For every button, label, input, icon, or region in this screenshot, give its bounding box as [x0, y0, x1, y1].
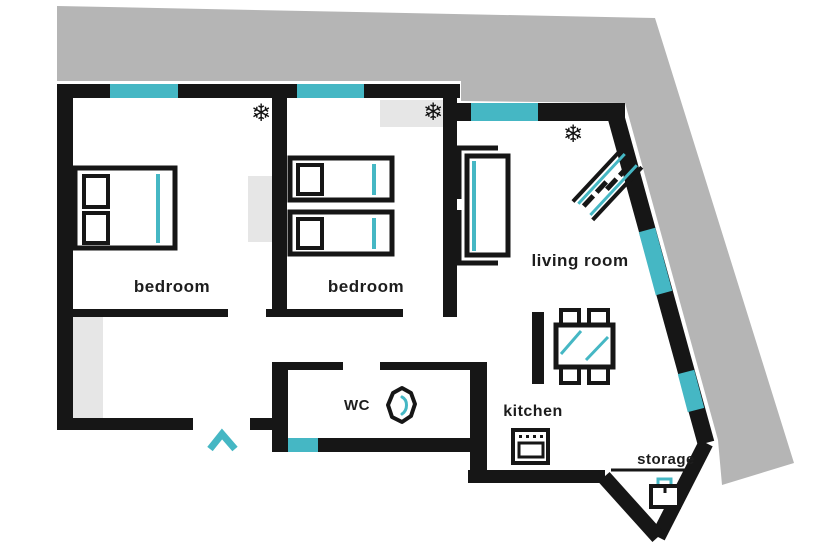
dining-table	[553, 322, 616, 370]
radiator-fin	[605, 177, 619, 192]
room-label-wc: WC	[344, 397, 370, 414]
wall-kitchen-bottom	[468, 470, 605, 483]
radiator-accent	[589, 164, 638, 217]
chair	[559, 308, 581, 324]
window-wc	[288, 438, 318, 452]
pillow	[296, 217, 324, 250]
room-label-bedroom-1: bedroom	[134, 277, 210, 296]
wall-wc-bottom	[272, 438, 483, 452]
pillow	[82, 174, 110, 209]
chair	[587, 308, 610, 324]
suitcase-icon	[649, 477, 681, 509]
dining-set	[532, 308, 616, 385]
room-label-bedroom-2: bedroom	[328, 277, 404, 296]
sofa	[456, 145, 511, 266]
stove-oven	[517, 441, 545, 459]
stove-knob	[519, 435, 522, 438]
suitcase-body	[649, 484, 681, 509]
snowflake-icon: ❄	[251, 99, 271, 127]
wall-bedroom1-bottom	[73, 309, 228, 317]
chair	[559, 368, 581, 385]
toilet-icon	[386, 386, 417, 424]
room-label-storage: storage	[637, 451, 695, 468]
toilet-bowl	[386, 386, 417, 424]
window-living-diagonal-2	[677, 369, 705, 413]
pillow	[296, 163, 324, 196]
shaded-closets	[73, 100, 445, 418]
stove-knob	[540, 435, 543, 438]
entrance-chevron-icon	[207, 428, 238, 452]
radiator-fin	[594, 180, 609, 194]
wall-bedroom-divider	[272, 98, 287, 317]
snowflake-icon: ❄	[423, 98, 443, 126]
bench	[532, 312, 544, 384]
wall-bedroom1-bottom-stub	[266, 309, 287, 317]
suitcase-handle	[656, 477, 673, 486]
room-label-kitchen: kitchen	[503, 403, 563, 420]
pillow	[82, 211, 110, 245]
wall-left	[57, 84, 73, 430]
windows	[110, 84, 705, 452]
radiator-icon	[571, 147, 644, 222]
single-bed-1	[287, 155, 395, 203]
table-accent	[584, 335, 610, 362]
snowflake-icon: ❄	[563, 120, 583, 148]
wall-bedroom2-right	[443, 98, 457, 317]
chair	[587, 368, 610, 385]
wall-wc-right	[470, 362, 487, 483]
wardrobe-shade-hall	[73, 312, 103, 418]
window-bedroom2	[297, 84, 364, 98]
double-bed	[72, 165, 178, 251]
window-bedroom1	[110, 84, 178, 98]
radiator-fin	[581, 194, 596, 208]
wall-bedroom2-bottom	[287, 309, 403, 317]
stove-icon	[511, 428, 550, 465]
radiator-fin	[617, 163, 632, 178]
wall-storage-left	[598, 471, 664, 543]
wall-hall-bottom	[57, 418, 193, 430]
sofa-back	[456, 145, 498, 266]
table-accent	[559, 330, 583, 355]
single-bed-2	[287, 209, 395, 257]
stove-knob	[526, 435, 529, 438]
wardrobe-shade-bedroom1	[248, 176, 272, 242]
wall-wc-left	[272, 362, 288, 452]
radiator-edge	[591, 165, 644, 222]
wall-wc-top-right	[380, 362, 487, 370]
closet-shade-bedroom2	[380, 100, 445, 127]
radiator-accent	[577, 152, 626, 205]
wall-storage-right	[651, 439, 713, 541]
outside-area	[57, 6, 794, 485]
window-living-diagonal-1	[638, 227, 673, 296]
toilet-accent	[400, 395, 408, 416]
room-label-living-room: living room	[531, 251, 628, 270]
window-living-top	[471, 103, 538, 121]
stove-knob	[533, 435, 536, 438]
wall-wc-top-left	[281, 362, 343, 370]
radiator-edge	[571, 147, 624, 203]
